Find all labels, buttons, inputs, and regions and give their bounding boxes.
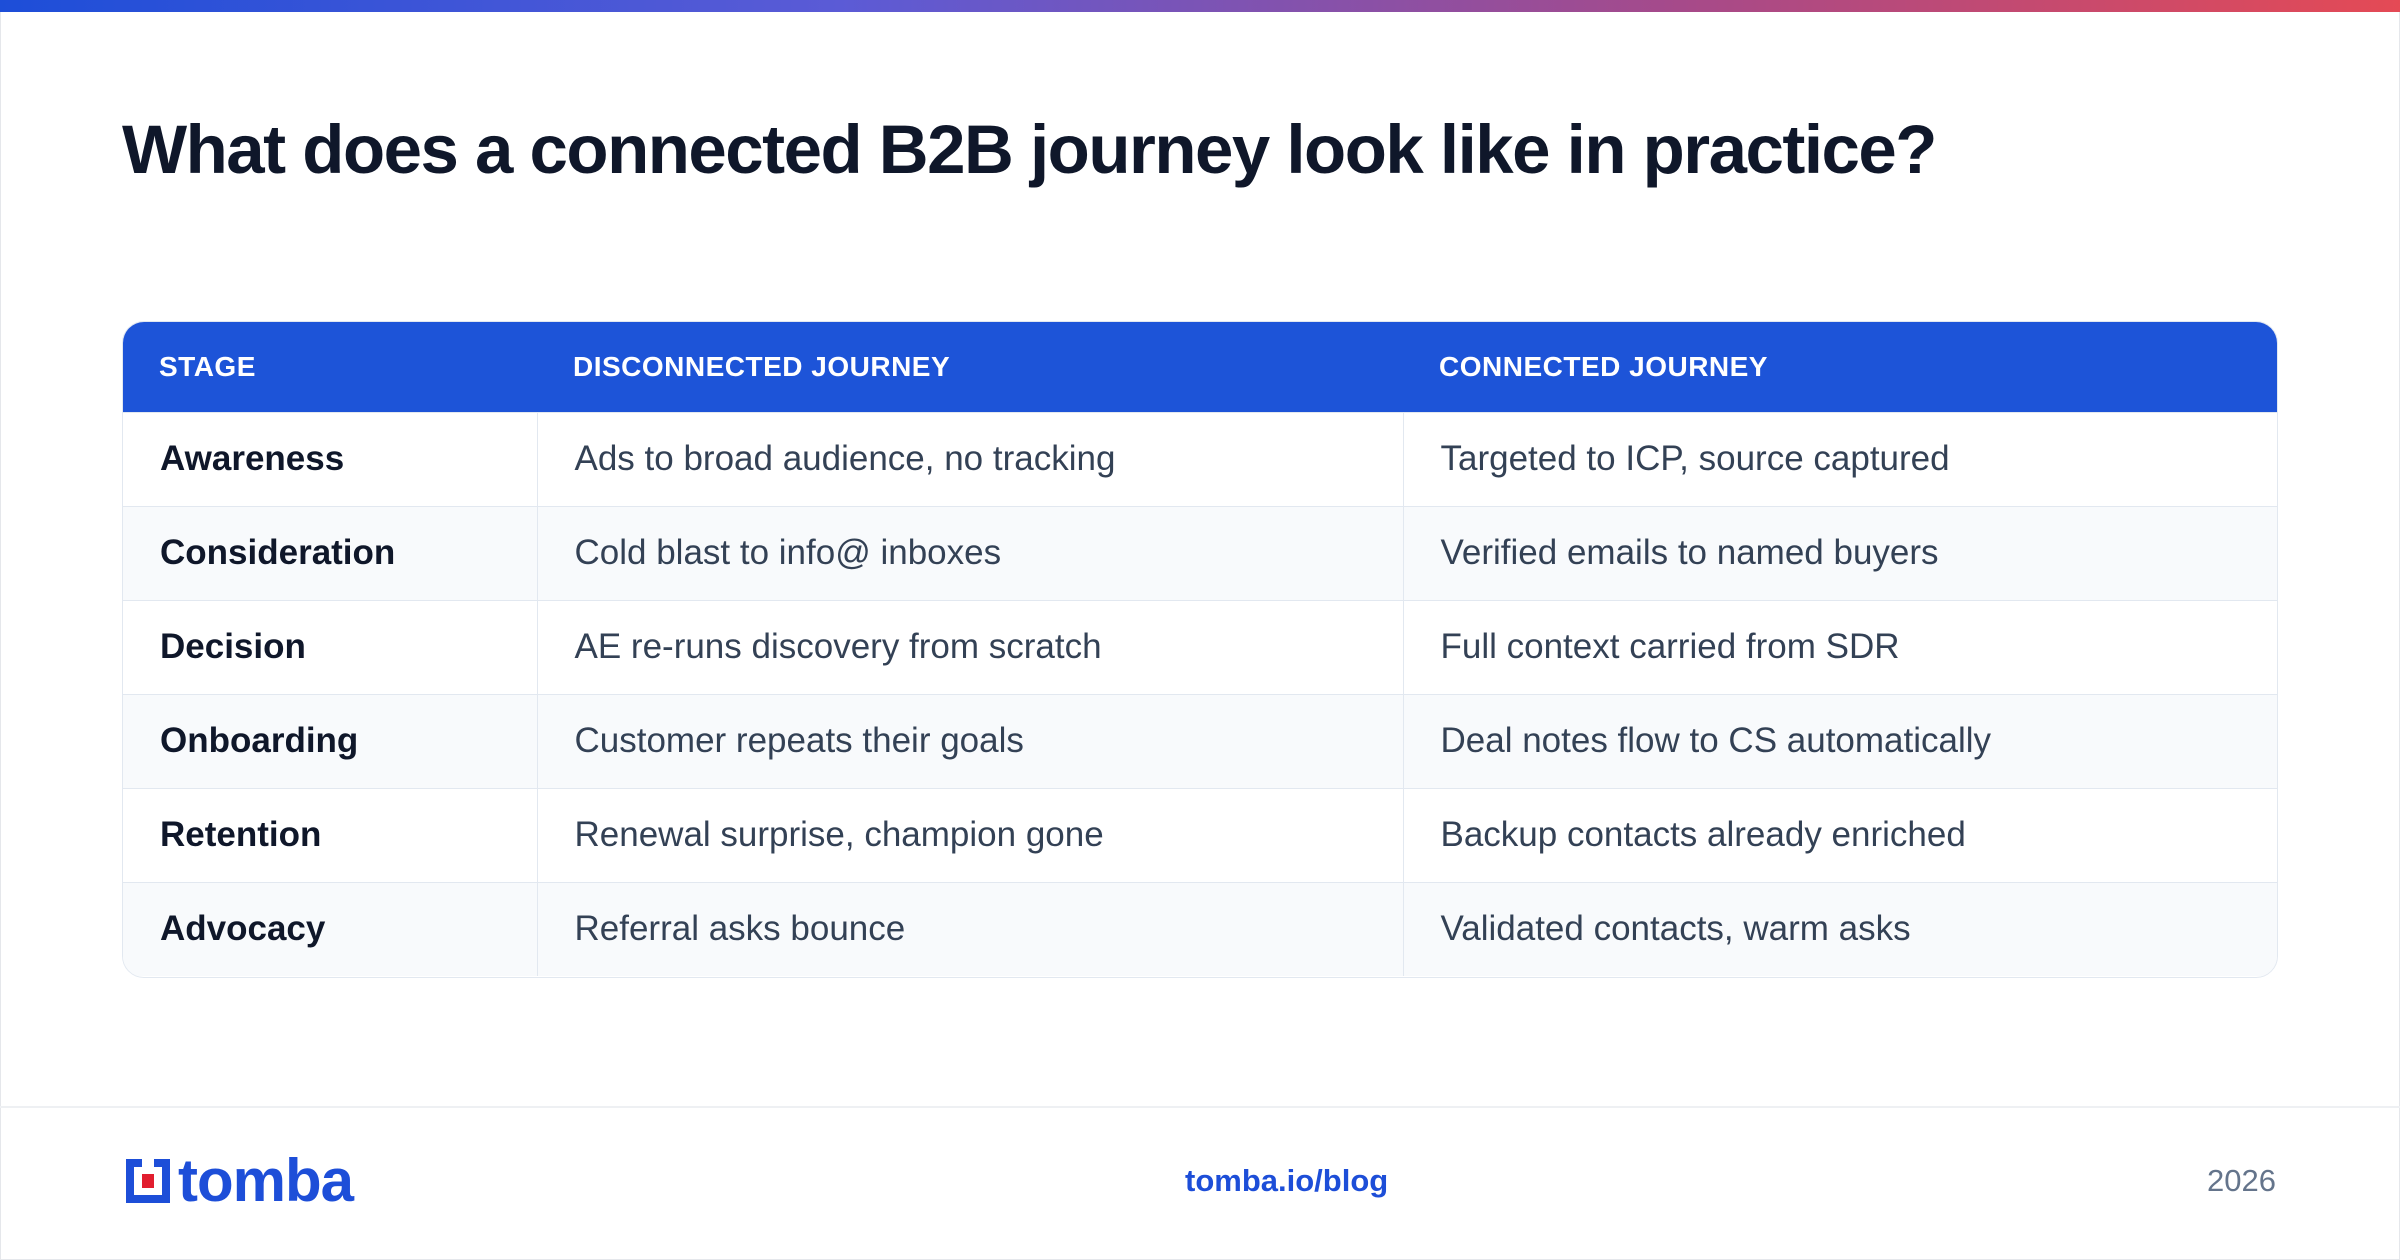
connected-cell: Targeted to ICP, source captured xyxy=(1402,411,2277,506)
stage-cell: Retention xyxy=(123,787,537,882)
disconnected-cell: Renewal surprise, champion gone xyxy=(536,787,1403,882)
page-title: What does a connected B2B journey look l… xyxy=(122,111,1937,188)
connected-cell: Full context carried from SDR xyxy=(1402,599,2277,694)
stage-cell: Decision xyxy=(123,599,537,694)
stage-cell: Onboarding xyxy=(123,693,537,788)
disconnected-cell: Customer repeats their goals xyxy=(536,693,1403,788)
header-connected: CONNECTED JOURNEY xyxy=(1439,350,1768,382)
connected-cell: Deal notes flow to CS automatically xyxy=(1402,693,2277,788)
tomba-logo-icon xyxy=(126,1159,170,1203)
disconnected-cell: Cold blast to info@ inboxes xyxy=(536,505,1403,600)
journey-table: STAGE DISCONNECTED JOURNEY CONNECTED JOU… xyxy=(122,321,2278,978)
footer-year: 2026 xyxy=(2207,1163,2276,1198)
header-disconnected: DISCONNECTED JOURNEY xyxy=(573,350,951,382)
table-row: Retention Renewal surprise, champion gon… xyxy=(123,787,2277,882)
table-row: Advocacy Referral asks bounce Validated … xyxy=(123,881,2277,976)
disconnected-cell: AE re-runs discovery from scratch xyxy=(536,599,1403,694)
connected-cell: Verified emails to named buyers xyxy=(1402,505,2277,600)
blog-link[interactable]: tomba.io/blog xyxy=(1185,1163,1389,1198)
stage-cell: Advocacy xyxy=(123,881,537,976)
disconnected-cell: Referral asks bounce xyxy=(536,881,1403,976)
logo-wordmark: tomba xyxy=(178,1147,354,1214)
table-header-row: STAGE DISCONNECTED JOURNEY CONNECTED JOU… xyxy=(123,322,2277,412)
table-row: Consideration Cold blast to info@ inboxe… xyxy=(123,505,2277,600)
table-row: Decision AE re-runs discovery from scrat… xyxy=(123,599,2277,694)
tomba-logo[interactable]: tomba xyxy=(122,1147,354,1214)
disconnected-cell: Ads to broad audience, no tracking xyxy=(536,411,1403,506)
connected-cell: Validated contacts, warm asks xyxy=(1402,881,2277,976)
footer-divider xyxy=(0,1106,2400,1108)
connected-cell: Backup contacts already enriched xyxy=(1402,787,2277,882)
stage-cell: Awareness xyxy=(123,411,537,506)
table-row: Awareness Ads to broad audience, no trac… xyxy=(123,411,2277,506)
top-gradient-bar xyxy=(0,0,2400,12)
header-stage: STAGE xyxy=(159,350,256,382)
stage-cell: Consideration xyxy=(123,505,537,600)
table-row: Onboarding Customer repeats their goals … xyxy=(123,693,2277,788)
